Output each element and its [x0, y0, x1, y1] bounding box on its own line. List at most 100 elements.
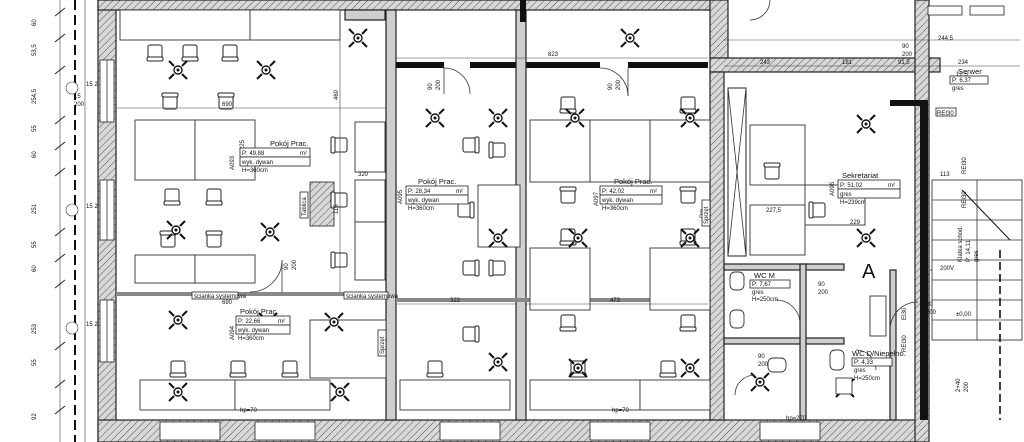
- svg-text:690: 690: [222, 300, 233, 306]
- svg-text:90: 90: [926, 302, 933, 308]
- left-dim: 253: [32, 323, 38, 334]
- top-dim: 12,5: [956, 72, 968, 78]
- svg-text:2+40: 2+40: [956, 378, 962, 392]
- svg-text:H=360cm: H=360cm: [602, 206, 628, 212]
- svg-text:REI30: REI30: [937, 111, 954, 117]
- dim-tick: [54, 253, 66, 263]
- top-dimension-chain: 823 243 181 91,5 234 244,5 12,5: [396, 36, 1020, 78]
- dim-tick: [54, 115, 66, 125]
- svg-text:Sprzęt: Sprzęt: [704, 206, 710, 224]
- svg-text:690: 690: [222, 102, 233, 108]
- dim-tick: [54, 341, 66, 351]
- svg-text:gres: gres: [952, 86, 964, 92]
- svg-text:90: 90: [428, 83, 434, 90]
- svg-text:115: 115: [334, 204, 340, 214]
- svg-text:hp=270: hp=270: [786, 416, 807, 422]
- room-label-a094: A094 Pokój Prac. P: 22,66 m² wyk. dywan …: [230, 307, 291, 342]
- svg-text:A094: A094: [230, 325, 236, 340]
- svg-text:P: 14,11: P: 14,11: [966, 239, 972, 262]
- svg-text:200: 200: [926, 310, 937, 316]
- dim-tick: [54, 65, 66, 75]
- svg-text:200: 200: [616, 79, 622, 90]
- staircase: [931, 179, 1023, 420]
- svg-text:200: 200: [818, 290, 829, 296]
- svg-text:P: 7,67: P: 7,67: [752, 282, 772, 288]
- dim-tick: [54, 227, 66, 237]
- left-dim: 254,5: [32, 88, 38, 104]
- svg-text:m²: m²: [456, 189, 463, 195]
- svg-text:200: 200: [74, 102, 85, 108]
- svg-text:200: 200: [436, 79, 442, 90]
- svg-text:gres: gres: [854, 368, 866, 374]
- top-dim: 823: [548, 52, 559, 58]
- dim-tick: [54, 167, 66, 177]
- equipment-tag: Tablica: [299, 191, 309, 219]
- svg-text:90: 90: [608, 83, 614, 90]
- room-label-stair: Klatka schod. P: 14,11 gres: [958, 226, 980, 262]
- svg-text:ścianka systemowa: ścianka systemowa: [194, 294, 247, 300]
- svg-text:Sprzęt: Sprzęt: [380, 336, 386, 354]
- svg-text:Serwer: Serwer: [958, 67, 982, 76]
- svg-text:P: 28,34: P: 28,34: [408, 189, 431, 195]
- svg-text:gres: gres: [752, 290, 764, 296]
- door-tag: 90 200: [758, 354, 769, 368]
- svg-text:H=360cm: H=360cm: [242, 168, 268, 174]
- svg-text:A095: A095: [398, 189, 404, 204]
- room-label-a096: A096 Sekretariat P: 51,02 m² gres H=239c…: [830, 171, 901, 206]
- room-label-wc-m: WC M P: 7,67 gres H=250cm: [749, 271, 791, 303]
- svg-text:wyk. dywan: wyk. dywan: [407, 198, 439, 204]
- svg-text:±0,00: ±0,00: [956, 312, 972, 318]
- interior-walls: [116, 0, 928, 421]
- room-label-a095: A095 Pokój Prac. P: 28,34 m² wyk. dywan …: [398, 177, 469, 212]
- fire-rating-labels: REI30 REI30 REI30 REI30 EI30: [902, 107, 968, 352]
- svg-text:Pokój Prac.: Pokój Prac.: [240, 307, 278, 316]
- svg-text:Pokój Prac.: Pokój Prac.: [418, 177, 456, 186]
- left-dim: 251: [32, 203, 38, 214]
- svg-text:REI30: REI30: [962, 191, 968, 208]
- room-label-wc-d: WC D/Niepełno. P: 4,33 gres H=250cm: [851, 349, 906, 382]
- room-label-a093: A093 Pokój Prac. P: 49,88 m² wyk. dywan …: [230, 139, 311, 174]
- left-dimension-chain: 60 53,5 254,5 55 60 251 55 60 253 55 92: [32, 0, 86, 442]
- svg-text:227,5: 227,5: [766, 208, 782, 214]
- svg-text:200V: 200V: [940, 266, 954, 272]
- svg-text:REI30: REI30: [962, 157, 968, 174]
- svg-text:wyk. dywan: wyk. dywan: [241, 160, 273, 166]
- svg-text:H=250cm: H=250cm: [854, 376, 880, 382]
- door-tag: 15 200: [74, 94, 85, 108]
- svg-text:Pokój Prac.: Pokój Prac.: [614, 177, 652, 186]
- svg-text:200: 200: [902, 52, 913, 58]
- window-tag: 15 200: [65, 321, 105, 335]
- svg-text:m²: m²: [278, 319, 285, 325]
- svg-text:P: 4,33: P: 4,33: [854, 360, 874, 366]
- svg-text:WC D/Niepełno.: WC D/Niepełno.: [852, 349, 906, 358]
- top-dim: 243: [760, 60, 771, 66]
- svg-text:90: 90: [758, 354, 765, 360]
- svg-text:200: 200: [964, 381, 970, 392]
- svg-text:Tablica: Tablica: [302, 197, 308, 216]
- door-tag: 90 200: [608, 79, 622, 90]
- dim-tick: [54, 33, 66, 43]
- svg-text:322: 322: [450, 298, 461, 304]
- svg-text:90: 90: [818, 282, 825, 288]
- svg-text:ścianka systemowa: ścianka systemowa: [346, 294, 399, 300]
- svg-text:gres: gres: [840, 192, 852, 198]
- left-dim: 53,5: [32, 44, 38, 56]
- svg-text:P: 42,02: P: 42,02: [602, 189, 625, 195]
- top-dim: 234: [958, 60, 969, 66]
- stair-letter: A: [862, 261, 876, 283]
- left-dim: 55: [32, 359, 38, 366]
- top-dim: 91,5: [898, 60, 910, 66]
- svg-text:Pokój Prac.: Pokój Prac.: [270, 139, 308, 148]
- sanitary-fixtures: [729, 271, 887, 395]
- svg-text:H=239cm: H=239cm: [840, 200, 866, 206]
- equipment-tag: Sprzęt: [377, 329, 387, 357]
- svg-text:15 200: 15 200: [86, 204, 105, 210]
- left-dim: 55: [32, 241, 38, 248]
- door-tag: 90 200: [926, 302, 937, 316]
- door-tag: 90 200: [902, 44, 913, 58]
- svg-text:REI30: REI30: [902, 335, 908, 352]
- dim-tick: [54, 405, 66, 415]
- svg-text:EI30: EI30: [902, 307, 908, 320]
- svg-text:320: 320: [358, 172, 369, 178]
